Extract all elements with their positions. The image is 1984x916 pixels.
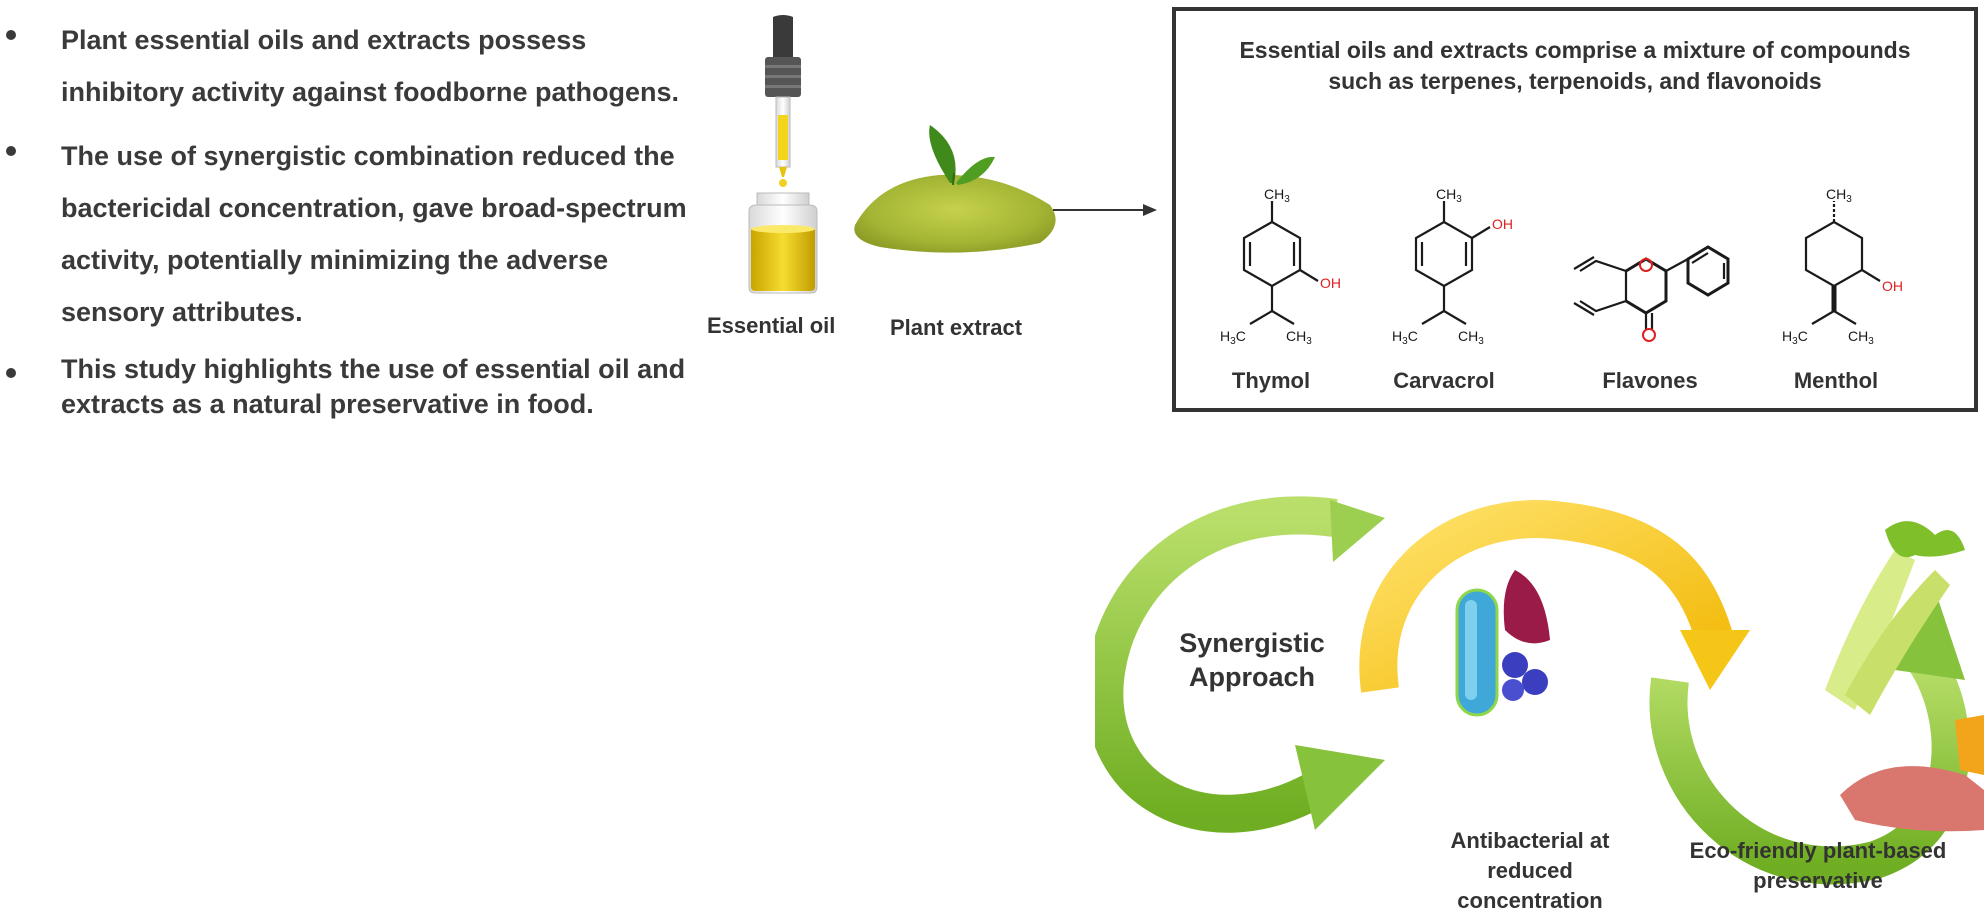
compounds-box-title: Essential oils and extracts comprise a m… (1176, 35, 1974, 97)
compounds-box: Essential oils and extracts comprise a m… (1172, 7, 1978, 412)
bullet-item: The use of synergistic combination reduc… (0, 130, 700, 338)
svg-text:CH3: CH3 (1286, 328, 1312, 347)
svg-text:CH3: CH3 (1458, 328, 1484, 347)
arrow-to-compounds-icon (1053, 204, 1157, 216)
essential-oil-label: Essential oil (707, 313, 836, 338)
antibacterial-line1: Antibacterial at (1450, 828, 1610, 853)
compounds-title-line2: such as terpenes, terpenoids, and flavon… (1328, 68, 1822, 94)
synergy-cycle-diagram (1095, 496, 1984, 885)
bullet-text: The use of synergistic combination reduc… (61, 141, 687, 327)
compound-name-thymol: Thymol (1231, 368, 1311, 393)
eco-friendly-line2: preservative (1753, 868, 1883, 893)
bullet-icon (6, 30, 16, 40)
plant-extract-label: Plant extract (890, 315, 1023, 340)
essential-oil-bottle-illustration (748, 15, 818, 294)
compounds-title-line1: Essential oils and extracts comprise a m… (1239, 37, 1911, 63)
bullet-item: This study highlights the use of essenti… (0, 352, 700, 422)
compound-name-menthol: Menthol (1793, 368, 1879, 393)
compound-structures: CH3 OH H3C CH3 CH3 OH H3C CH3 CH3 OH H3C… (1220, 186, 1903, 347)
svg-text:CH3: CH3 (1826, 186, 1852, 205)
svg-text:H3C: H3C (1220, 328, 1246, 347)
bullet-text: Plant essential oils and extracts posses… (61, 25, 680, 107)
bullet-icon (6, 146, 16, 156)
svg-text:CH3: CH3 (1848, 328, 1874, 347)
bullet-item: Plant essential oils and extracts posses… (0, 14, 700, 118)
compound-name-flavones: Flavones (1602, 368, 1698, 393)
synergistic-approach-label: Synergistic Approach (1162, 626, 1342, 694)
antibacterial-line3: concentration (1457, 888, 1603, 913)
antibacterial-line2: reduced (1487, 858, 1573, 883)
eco-friendly-label: Eco-friendly plant-based preservative (1668, 836, 1968, 896)
antibacterial-label: Antibacterial at reduced concentration (1420, 826, 1640, 916)
synergistic-label-line2: Approach (1188, 662, 1315, 692)
svg-text:OH: OH (1882, 278, 1903, 294)
bullet-text: This study highlights the use of essenti… (61, 354, 686, 419)
svg-text:H3C: H3C (1782, 328, 1808, 347)
svg-text:OH: OH (1320, 275, 1341, 291)
bullet-icon (6, 368, 16, 378)
eco-friendly-line1: Eco-friendly plant-based (1689, 838, 1947, 863)
key-points-list: Plant essential oils and extracts posses… (0, 14, 700, 422)
svg-text:H3C: H3C (1392, 328, 1418, 347)
svg-text:CH3: CH3 (1436, 186, 1462, 205)
synergistic-label-line1: Synergistic (1179, 628, 1325, 658)
plant-extract-powder-illustration (854, 125, 1056, 253)
svg-text:OH: OH (1492, 216, 1513, 232)
svg-text:CH3: CH3 (1264, 186, 1290, 205)
compound-name-carvacrol: Carvacrol (1393, 368, 1495, 393)
